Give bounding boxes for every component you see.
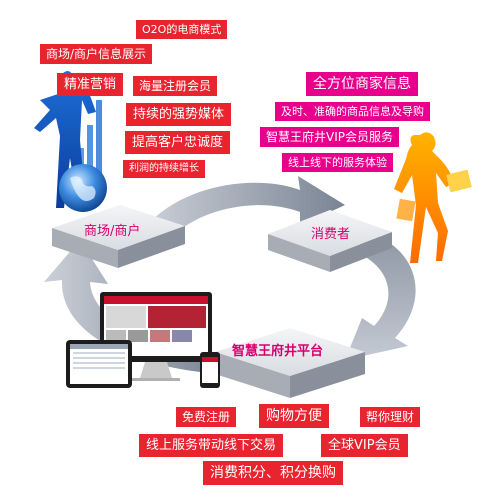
merchant-tag-info-display: 商场/商户信息展示 — [40, 44, 153, 64]
platform-tag-online-to-offline: 线上服务带动线下交易 — [139, 434, 284, 457]
consumer-tag-shopping-guide: 及时、准确的商品信息及导购 — [275, 102, 430, 121]
merchant-tag-o2o: O2O的电商模式 — [136, 20, 228, 39]
consumer-block — [268, 210, 392, 272]
platform-node-label: 智慧王府井平台 — [232, 344, 324, 359]
platform-block — [215, 328, 365, 398]
platform-tag-free-register: 免费注册 — [176, 407, 237, 427]
merchant-node-label: 商场/商户 — [84, 224, 141, 239]
arrow-left — [44, 240, 205, 372]
consumer-tag-experience: 线上线下的服务体验 — [282, 153, 393, 172]
merchant-tag-members: 海量注册会员 — [133, 76, 218, 96]
consumer-tag-vip-service: 智慧王府井VIP会员服务 — [260, 127, 399, 147]
platform-tag-convenient-shopping: 购物方便 — [259, 404, 329, 428]
arrow-top — [150, 176, 345, 238]
platform-tag-global-vip: 全球VIP会员 — [321, 434, 408, 457]
merchant-tag-precise-marketing: 精准营销 — [57, 73, 124, 96]
arrow-right — [345, 232, 416, 360]
platform-tag-finance: 帮你理财 — [360, 407, 421, 427]
merchant-tag-media: 持续的强势媒体 — [126, 103, 232, 126]
merchant-block — [52, 205, 185, 268]
consumer-node-label: 消费者 — [311, 227, 351, 242]
platform-tag-points: 消费积分、积分换购 — [203, 461, 343, 485]
merchant-tag-profit: 利润的持续增长 — [123, 160, 205, 178]
consumer-tag-merchant-info: 全方位商家信息 — [306, 72, 418, 96]
shopper-illustration — [394, 132, 472, 263]
businessman-illustration — [34, 71, 107, 212]
devices-illustration — [66, 292, 220, 388]
merchant-tag-loyalty: 提高客户忠诚度 — [125, 131, 231, 154]
